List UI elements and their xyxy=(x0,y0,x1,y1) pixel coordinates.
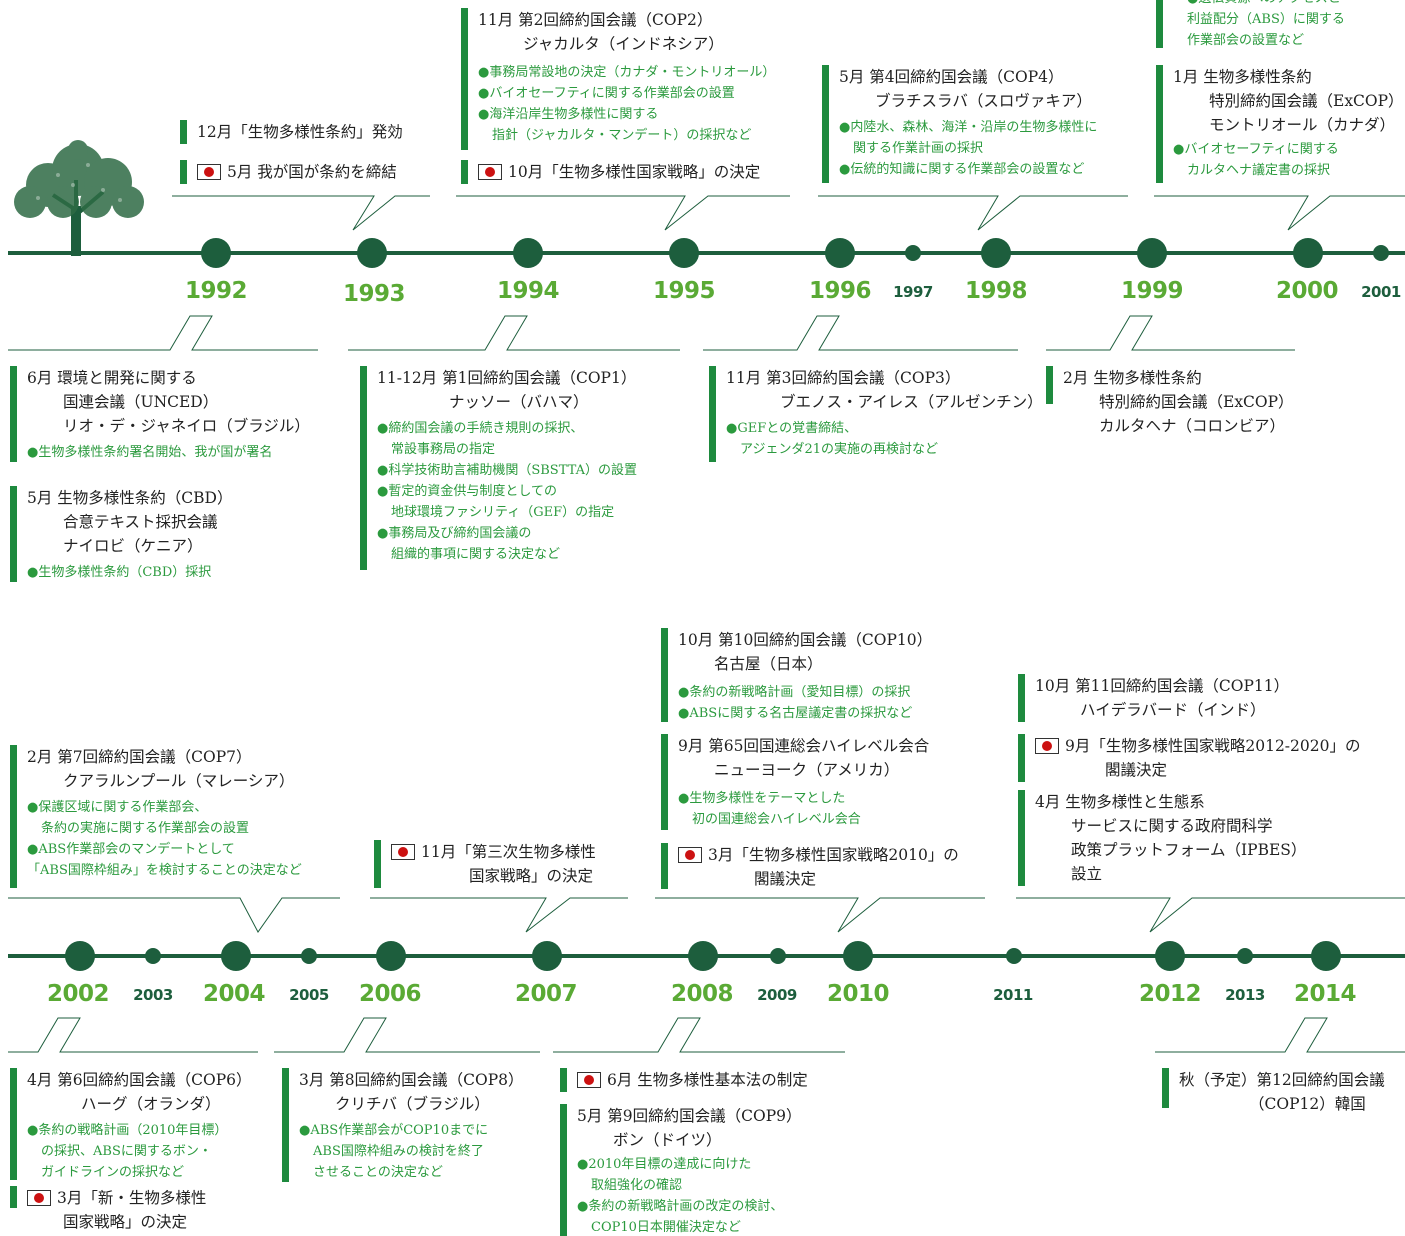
year-label-1992: 1992 xyxy=(184,278,248,304)
event-1996-cop3: 11月 第3回締約国会議（COP3） ブエノス・アイレス（アルゼンチン） ●GE… xyxy=(709,366,1043,462)
year-dot-2000 xyxy=(1293,238,1323,268)
year-label-1993: 1993 xyxy=(342,281,406,307)
year-dot-2005 xyxy=(301,948,317,964)
year-label-1997: 1997 xyxy=(893,283,933,301)
year-dot-2004 xyxy=(221,941,251,971)
japan-flag-icon xyxy=(678,847,702,863)
year-dot-1997 xyxy=(905,245,921,261)
year-label-2003: 2003 xyxy=(133,986,173,1004)
event-1992-unced: 6月 環境と開発に関する 国連会議（UNCED） リオ・デ・ジャネイロ（ブラジル… xyxy=(10,366,310,462)
year-dot-1995 xyxy=(669,238,699,268)
year-dot-1996 xyxy=(825,238,855,268)
tree-icon xyxy=(14,140,144,256)
event-2014-cop12: 秋（予定）第12回締約国会議 （COP12）韓国 xyxy=(1162,1068,1385,1113)
year-label-2004: 2004 xyxy=(202,981,266,1007)
event-2010-cop10: 10月 第10回締約国会議（COP10） 名古屋（日本） ●条約の新戦略計画（愛… xyxy=(661,628,932,722)
year-label-2011: 2011 xyxy=(993,986,1033,1004)
year-dot-2010 xyxy=(843,941,873,971)
japan-flag-icon xyxy=(478,164,502,180)
event-2010-strategy-2010: 3月「生物多様性国家戦略2010」の 閣議決定 xyxy=(661,843,959,889)
year-dot-2006 xyxy=(376,941,406,971)
event-2006-cop8: 3月 第8回締約国会議（COP8） クリチバ（ブラジル） ●ABS作業部会がCO… xyxy=(282,1068,524,1182)
event-2004-cop7: 2月 第7回締約国会議（COP7） クアラルンプール（マレーシア） ●保護区域に… xyxy=(10,745,302,888)
year-dot-1998 xyxy=(981,238,1011,268)
event-1993-cbd-effective: 12月「生物多様性条約」発効 xyxy=(180,120,403,144)
year-label-2008: 2008 xyxy=(670,981,734,1007)
year-dot-1999 xyxy=(1137,238,1167,268)
event-2000-excop: 1月 生物多様性条約 特別締約国会議（ExCOP） モントリオール（カナダ） ●… xyxy=(1156,65,1404,183)
event-1999-excop: 2月 生物多様性条約 特別締約国会議（ExCOP） カルタヘナ（コロンビア） xyxy=(1046,366,1294,435)
year-dot-1993 xyxy=(357,238,387,268)
event-2010-un-high-level: 9月 第65回国連総会ハイレベル会合 ニューヨーク（アメリカ） ●生物多様性をテ… xyxy=(661,734,929,830)
year-label-2014: 2014 xyxy=(1293,981,1357,1007)
event-2002-new-strategy: 3月「新・生物多様性 国家戦略」の決定 xyxy=(10,1186,206,1231)
timeline-axis-top xyxy=(8,251,1405,255)
year-label-2001: 2001 xyxy=(1361,283,1401,301)
event-2012-cop11: 10月 第11回締約国会議（COP11） ハイデラバード（インド） xyxy=(1018,674,1289,722)
japan-flag-icon xyxy=(197,164,221,180)
year-dot-1992 xyxy=(201,238,231,268)
year-label-2000: 2000 xyxy=(1275,278,1339,304)
year-label-2009: 2009 xyxy=(757,986,797,1004)
year-dot-2001 xyxy=(1373,245,1389,261)
year-label-2010: 2010 xyxy=(826,981,890,1007)
event-2008-cop9: 5月 第9回締約国会議（COP9） ボン（ドイツ） ●2010年目標の達成に向け… xyxy=(560,1104,802,1236)
year-dot-2003 xyxy=(145,948,161,964)
year-dot-2012 xyxy=(1155,941,1185,971)
year-label-2006: 2006 xyxy=(358,981,422,1007)
japan-flag-icon xyxy=(27,1190,51,1206)
event-2002-cop6: 4月 第6回締約国会議（COP6） ハーグ（オランダ） ●条約の戦略計画（201… xyxy=(10,1068,252,1180)
year-dot-2011 xyxy=(1006,948,1022,964)
year-label-1999: 1999 xyxy=(1120,278,1184,304)
year-label-2013: 2013 xyxy=(1225,986,1265,1004)
year-dot-1994 xyxy=(513,238,543,268)
event-1995-national-strategy: 10月「生物多様性国家戦略」の決定 xyxy=(461,160,760,184)
event-2008-basic-act: 6月 生物多様性基本法の制定 xyxy=(560,1068,808,1092)
japan-flag-icon xyxy=(391,844,415,860)
event-1993-japan-ratify: 5月 我が国が条約を締結 xyxy=(180,160,397,184)
event-2000-abs-working-group: ●遺伝資源へのアクセスと 利益配分（ABS）に関する 作業部会の設置など xyxy=(1156,0,1345,48)
year-dot-2002 xyxy=(65,941,95,971)
year-label-2005: 2005 xyxy=(289,986,329,1004)
event-2007-third-strategy: 11月「第三次生物多様性 国家戦略」の決定 xyxy=(374,840,596,888)
year-label-2002: 2002 xyxy=(46,981,110,1007)
event-2012-strategy-2012-2020: 9月「生物多様性国家戦略2012-2020」の 閣議決定 xyxy=(1018,734,1361,782)
year-label-2012: 2012 xyxy=(1138,981,1202,1007)
year-dot-2007 xyxy=(532,941,562,971)
year-label-1996: 1996 xyxy=(808,278,872,304)
year-dot-2008 xyxy=(688,941,718,971)
event-1994-cop1: 11-12月 第1回締約国会議（COP1） ナッソー（バハマ） ●締約国会議の手… xyxy=(360,366,637,570)
year-dot-2013 xyxy=(1237,948,1253,964)
event-1995-cop2: 11月 第2回締約国会議（COP2） ジャカルタ（インドネシア） ●事務局常設地… xyxy=(461,8,775,150)
year-label-2007: 2007 xyxy=(514,981,578,1007)
event-2012-ipbes: 4月 生物多様性と生態系 サービスに関する政府間科学 政策プラットフォーム（IP… xyxy=(1018,790,1306,886)
event-1998-cop4: 5月 第4回締約国会議（COP4） ブラチスラバ（スロヴァキア） ●内陸水、森林… xyxy=(822,65,1097,183)
event-1992-cbd-adoption: 5月 生物多様性条約（CBD） 合意テキスト採択会議 ナイロビ（ケニア） ●生物… xyxy=(10,486,232,582)
year-label-1994: 1994 xyxy=(496,278,560,304)
year-dot-2014 xyxy=(1311,941,1341,971)
year-label-1995: 1995 xyxy=(652,278,716,304)
year-label-1998: 1998 xyxy=(964,278,1028,304)
year-dot-2009 xyxy=(770,948,786,964)
japan-flag-icon xyxy=(577,1072,601,1088)
japan-flag-icon xyxy=(1035,738,1059,754)
